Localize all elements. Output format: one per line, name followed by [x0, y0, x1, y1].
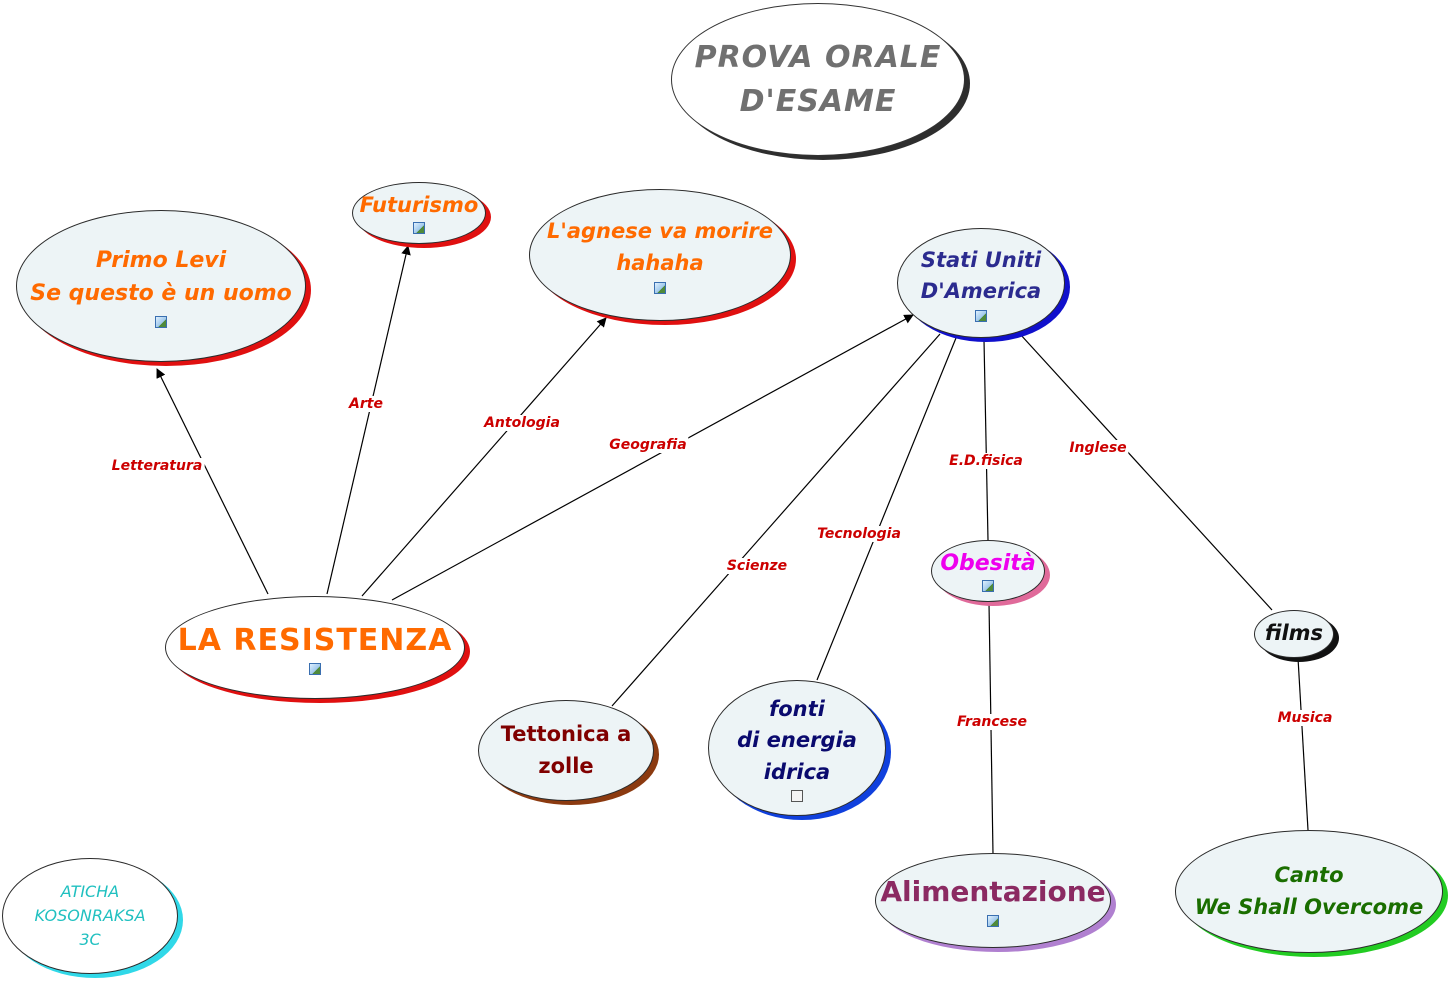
edge-musica [1297, 657, 1309, 831]
node-primo-levi-label: Primo Levi Se questo è un uomo [30, 248, 292, 306]
node-alimentazione[interactable]: Alimentazione [875, 853, 1111, 948]
edge-edfisica [983, 339, 989, 541]
node-author[interactable]: ATICHA KOSONRAKSA 3C [2, 858, 178, 974]
link-label-inglese: Inglese [1067, 440, 1129, 456]
edge-tecnologia [816, 337, 957, 681]
edge-inglese [1019, 333, 1273, 611]
link-label-edfisica: E.D.fisica [947, 453, 1025, 469]
title-node[interactable]: PROVA ORALE D'ESAME [671, 3, 965, 156]
edge-letteratura [156, 368, 269, 595]
link-label-antologia: Antologia [482, 415, 562, 431]
node-stati-uniti[interactable]: Stati Uniti D'America [897, 228, 1065, 338]
node-films[interactable]: films [1254, 610, 1334, 658]
node-obesita-label: Obesità [940, 550, 1036, 576]
node-tettonica-label: Tettonica a zolle [500, 722, 632, 778]
image-icon[interactable] [413, 222, 425, 235]
title-text: PROVA ORALE D'ESAME [694, 40, 942, 119]
node-futurismo-label: Futurismo [359, 192, 479, 217]
edge-antologia [361, 317, 607, 597]
node-agnese-label: L'agnese va morire hahaha [547, 219, 773, 275]
link-label-musica: Musica [1275, 710, 1335, 726]
node-fonti[interactable]: fonti di energia idrica [708, 680, 886, 816]
edge-arte [326, 245, 411, 595]
link-label-letteratura: Letteratura [109, 458, 205, 474]
node-obesita[interactable]: Obesità [931, 540, 1045, 602]
link-label-arte: Arte [347, 396, 385, 412]
image-icon[interactable] [987, 914, 999, 927]
node-fonti-label: fonti di energia idrica [737, 696, 857, 784]
image-icon[interactable] [975, 309, 987, 322]
link-label-tecnologia: Tecnologia [815, 526, 903, 542]
image-icon[interactable] [309, 662, 321, 675]
image-icon[interactable] [155, 316, 167, 328]
image-icon[interactable] [982, 580, 994, 593]
image-icon[interactable] [654, 282, 666, 294]
link-label-francese: Francese [955, 714, 1029, 730]
node-la-resistenza[interactable]: LA RESISTENZA [165, 596, 465, 699]
link-label-geografia: Geografia [607, 437, 689, 453]
concept-map-icon[interactable] [791, 790, 803, 803]
node-alimentazione-label: Alimentazione [880, 875, 1106, 909]
node-la-resistenza-label: LA RESISTENZA [177, 622, 453, 658]
node-agnese[interactable]: L'agnese va morire hahaha [529, 189, 791, 321]
node-films-label: films [1264, 621, 1324, 646]
edge-geografia [391, 314, 914, 601]
node-tettonica[interactable]: Tettonica a zolle [478, 700, 654, 801]
node-canto[interactable]: Canto We Shall Overcome [1175, 830, 1443, 953]
link-label-scienze: Scienze [724, 558, 790, 574]
node-primo-levi[interactable]: Primo Levi Se questo è un uomo [16, 210, 306, 362]
node-stati-uniti-label: Stati Uniti D'America [920, 247, 1042, 304]
node-author-label: ATICHA KOSONRAKSA 3C [34, 882, 146, 949]
node-futurismo[interactable]: Futurismo [352, 182, 486, 244]
edge-scienze [611, 333, 941, 707]
node-canto-label: Canto We Shall Overcome [1194, 863, 1424, 919]
